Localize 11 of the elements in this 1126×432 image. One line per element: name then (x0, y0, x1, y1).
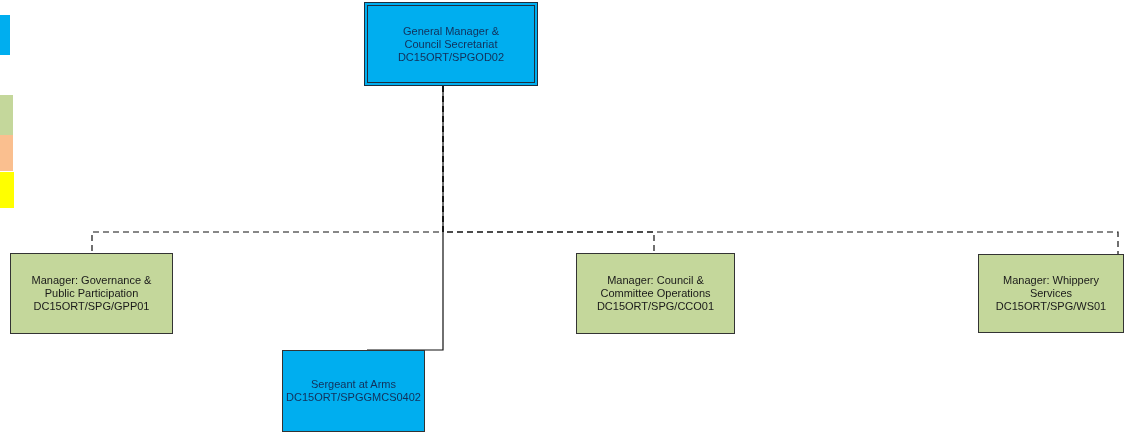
position-title: Manager: Governance & Public Participation DC15ORT/SPG/GPP01 (30, 274, 153, 313)
position-title: Manager: Whippery Services DC15ORT/SPG/WS01 (994, 274, 1108, 313)
position-title: Sergeant at Arms DC15ORT/SPGGMCS0402 (286, 378, 421, 404)
position-title: Manager: Council & Committee Operations DC15ORT/SPG/CCO01 (595, 274, 716, 313)
position-box (576, 253, 735, 334)
position-box (978, 254, 1124, 333)
connector-line (442, 85, 1119, 255)
position-box (364, 2, 538, 86)
position-box (10, 253, 173, 334)
position-box (282, 350, 425, 432)
position-title: General Manager & Council Secretariat DC15ORT/SPGOD02 (396, 24, 506, 64)
